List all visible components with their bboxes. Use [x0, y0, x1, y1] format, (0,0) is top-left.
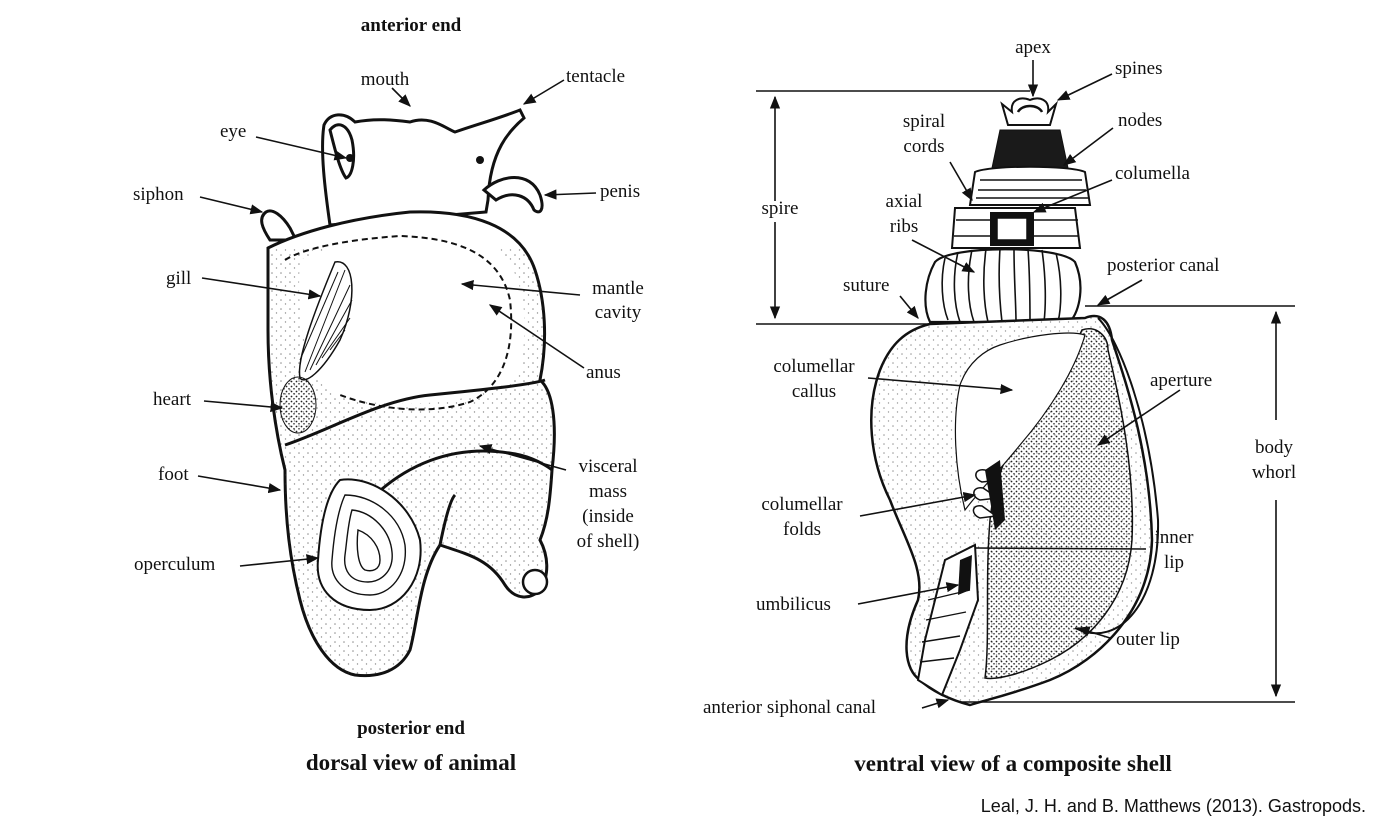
spines-label: spines	[1115, 58, 1163, 79]
nodes-whorl	[991, 129, 1069, 169]
suture-label: suture	[843, 275, 889, 296]
columellar-folds-label-1: columellar	[761, 494, 843, 515]
shell-dimension-lines	[756, 90, 1295, 703]
gill-shape	[298, 261, 353, 381]
animal-caption: dorsal view of animal	[306, 750, 516, 775]
visceral-label-1: visceral	[578, 456, 637, 477]
spiral-cords-whorl	[968, 165, 1092, 206]
axial-ribs-label-2: ribs	[890, 216, 919, 237]
aperture-label: aperture	[1150, 370, 1212, 391]
apex-spines	[1000, 97, 1059, 126]
outer-lip-label: outer lip	[1116, 629, 1180, 650]
penis-label: penis	[600, 181, 640, 202]
foot-label: foot	[158, 464, 189, 485]
axial-ribs-label-1: axial	[886, 191, 923, 212]
tentacle-label: tentacle	[566, 66, 625, 87]
umbilicus-label: umbilicus	[756, 594, 831, 615]
apex-label: apex	[1015, 37, 1051, 58]
inner-lip-label-1: inner	[1154, 527, 1194, 548]
anterior-end-label: anterior end	[361, 15, 462, 36]
gill-label: gill	[166, 268, 191, 289]
spire-label: spire	[762, 198, 799, 219]
animal-head	[321, 108, 526, 227]
mantle-cavity-label-2: cavity	[595, 302, 642, 323]
columella-label: columella	[1115, 163, 1190, 184]
eye-label: eye	[220, 121, 246, 142]
body-whorl-label-1: body	[1255, 437, 1294, 458]
mouth-label: mouth	[361, 69, 410, 90]
columellar-callus-label-2: callus	[792, 381, 836, 402]
posterior-end-label: posterior end	[357, 718, 465, 739]
shell-caption: ventral view of a composite shell	[854, 751, 1171, 776]
anterior-siphonal-canal-label: anterior siphonal canal	[703, 697, 876, 718]
heart-shape	[279, 376, 317, 434]
mantle-cavity-label-1: mantle	[592, 278, 644, 299]
operculum-shape	[316, 478, 422, 612]
posterior-canal-label: posterior canal	[1107, 255, 1219, 276]
visceral-label-2: mass	[589, 481, 627, 502]
penis-shape	[481, 176, 544, 214]
visceral-label-4: of shell)	[577, 531, 640, 552]
spiral-cords-label-1: spiral	[903, 111, 945, 132]
spiral-cords-label-2: cords	[903, 136, 944, 157]
eye-dot-right	[476, 156, 484, 164]
shell-labels: apex spines spiral cords nodes columella…	[703, 37, 1300, 776]
body-whorl-label-2: whorl	[1252, 462, 1296, 483]
inner-lip-label-2: lip	[1164, 552, 1184, 573]
columellar-folds-label-2: folds	[783, 519, 821, 540]
siphon-label: siphon	[133, 184, 184, 205]
heart-label: heart	[153, 389, 192, 410]
animal-drawing	[260, 108, 556, 678]
animal-labels: anterior end mouth tentacle eye siphon p…	[133, 15, 644, 775]
eye-dot	[346, 154, 354, 162]
siphon-shape	[260, 209, 299, 242]
mantle-cavity	[299, 235, 525, 404]
source-credit: Leal, J. H. and B. Matthews (2013). Gast…	[981, 796, 1366, 816]
shell-leader-lines	[857, 60, 1181, 709]
visceral-label-3: (inside	[582, 506, 634, 527]
shell-drawing	[870, 97, 1160, 707]
operculum-label: operculum	[134, 554, 215, 575]
anus-label: anus	[586, 362, 621, 383]
columellar-callus-label-1: columellar	[773, 356, 855, 377]
animal-leader-lines	[197, 79, 597, 567]
nodes-label: nodes	[1118, 110, 1162, 131]
